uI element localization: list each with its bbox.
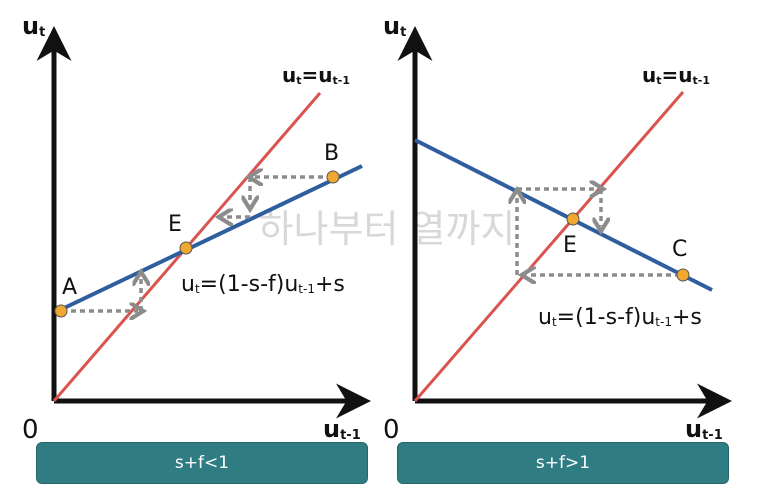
right-diagonal-label: ut=ut-1 <box>642 63 710 87</box>
left-point-a <box>54 304 68 318</box>
left-function-label: ut=(1-s-f)ut-1+s <box>181 272 345 297</box>
left-x-axis-label: ut-1 <box>323 415 361 443</box>
left-origin-label: 0 <box>22 415 39 445</box>
caption-unstable-label: s+f>1 <box>535 453 591 473</box>
left-function-line <box>59 164 363 312</box>
caption-stable: s+f<1 <box>36 442 368 484</box>
right-origin-label: 0 <box>383 415 400 445</box>
left-point-b <box>326 170 340 184</box>
caption-unstable: s+f>1 <box>397 442 729 484</box>
left-cobweb-path-a <box>62 277 141 311</box>
right-cobweb-path-c <box>517 189 680 275</box>
right-y-axis-label: ut <box>383 12 406 40</box>
right-function-label: ut=(1-s-f)ut-1+s <box>538 305 702 330</box>
left-panel: A B E ut ut-1 0 ut=ut-1 ut=(1-s-f)ut-1+s <box>22 12 371 445</box>
left-y-axis-label: ut <box>22 12 45 40</box>
left-point-b-label: B <box>324 141 339 166</box>
right-function-line <box>414 138 713 292</box>
left-point-e <box>179 241 193 255</box>
right-point-e <box>566 212 580 226</box>
right-point-e-label: E <box>563 233 577 258</box>
right-point-c <box>676 268 690 282</box>
left-point-e-label: E <box>168 212 182 237</box>
left-diagonal-label: ut=ut-1 <box>282 63 350 87</box>
right-x-axis-label: ut-1 <box>685 415 723 443</box>
right-diagonal-line <box>413 91 685 402</box>
caption-stable-label: s+f<1 <box>174 453 230 473</box>
watermark: 하나부터 열까지 <box>259 207 516 251</box>
left-point-a-label: A <box>62 275 77 300</box>
right-panel: C E ut ut-1 0 ut=ut-1 ut=(1-s-f)ut-1+s <box>383 12 732 445</box>
right-point-c-label: C <box>672 237 687 262</box>
left-cobweb-path-b <box>224 177 332 217</box>
